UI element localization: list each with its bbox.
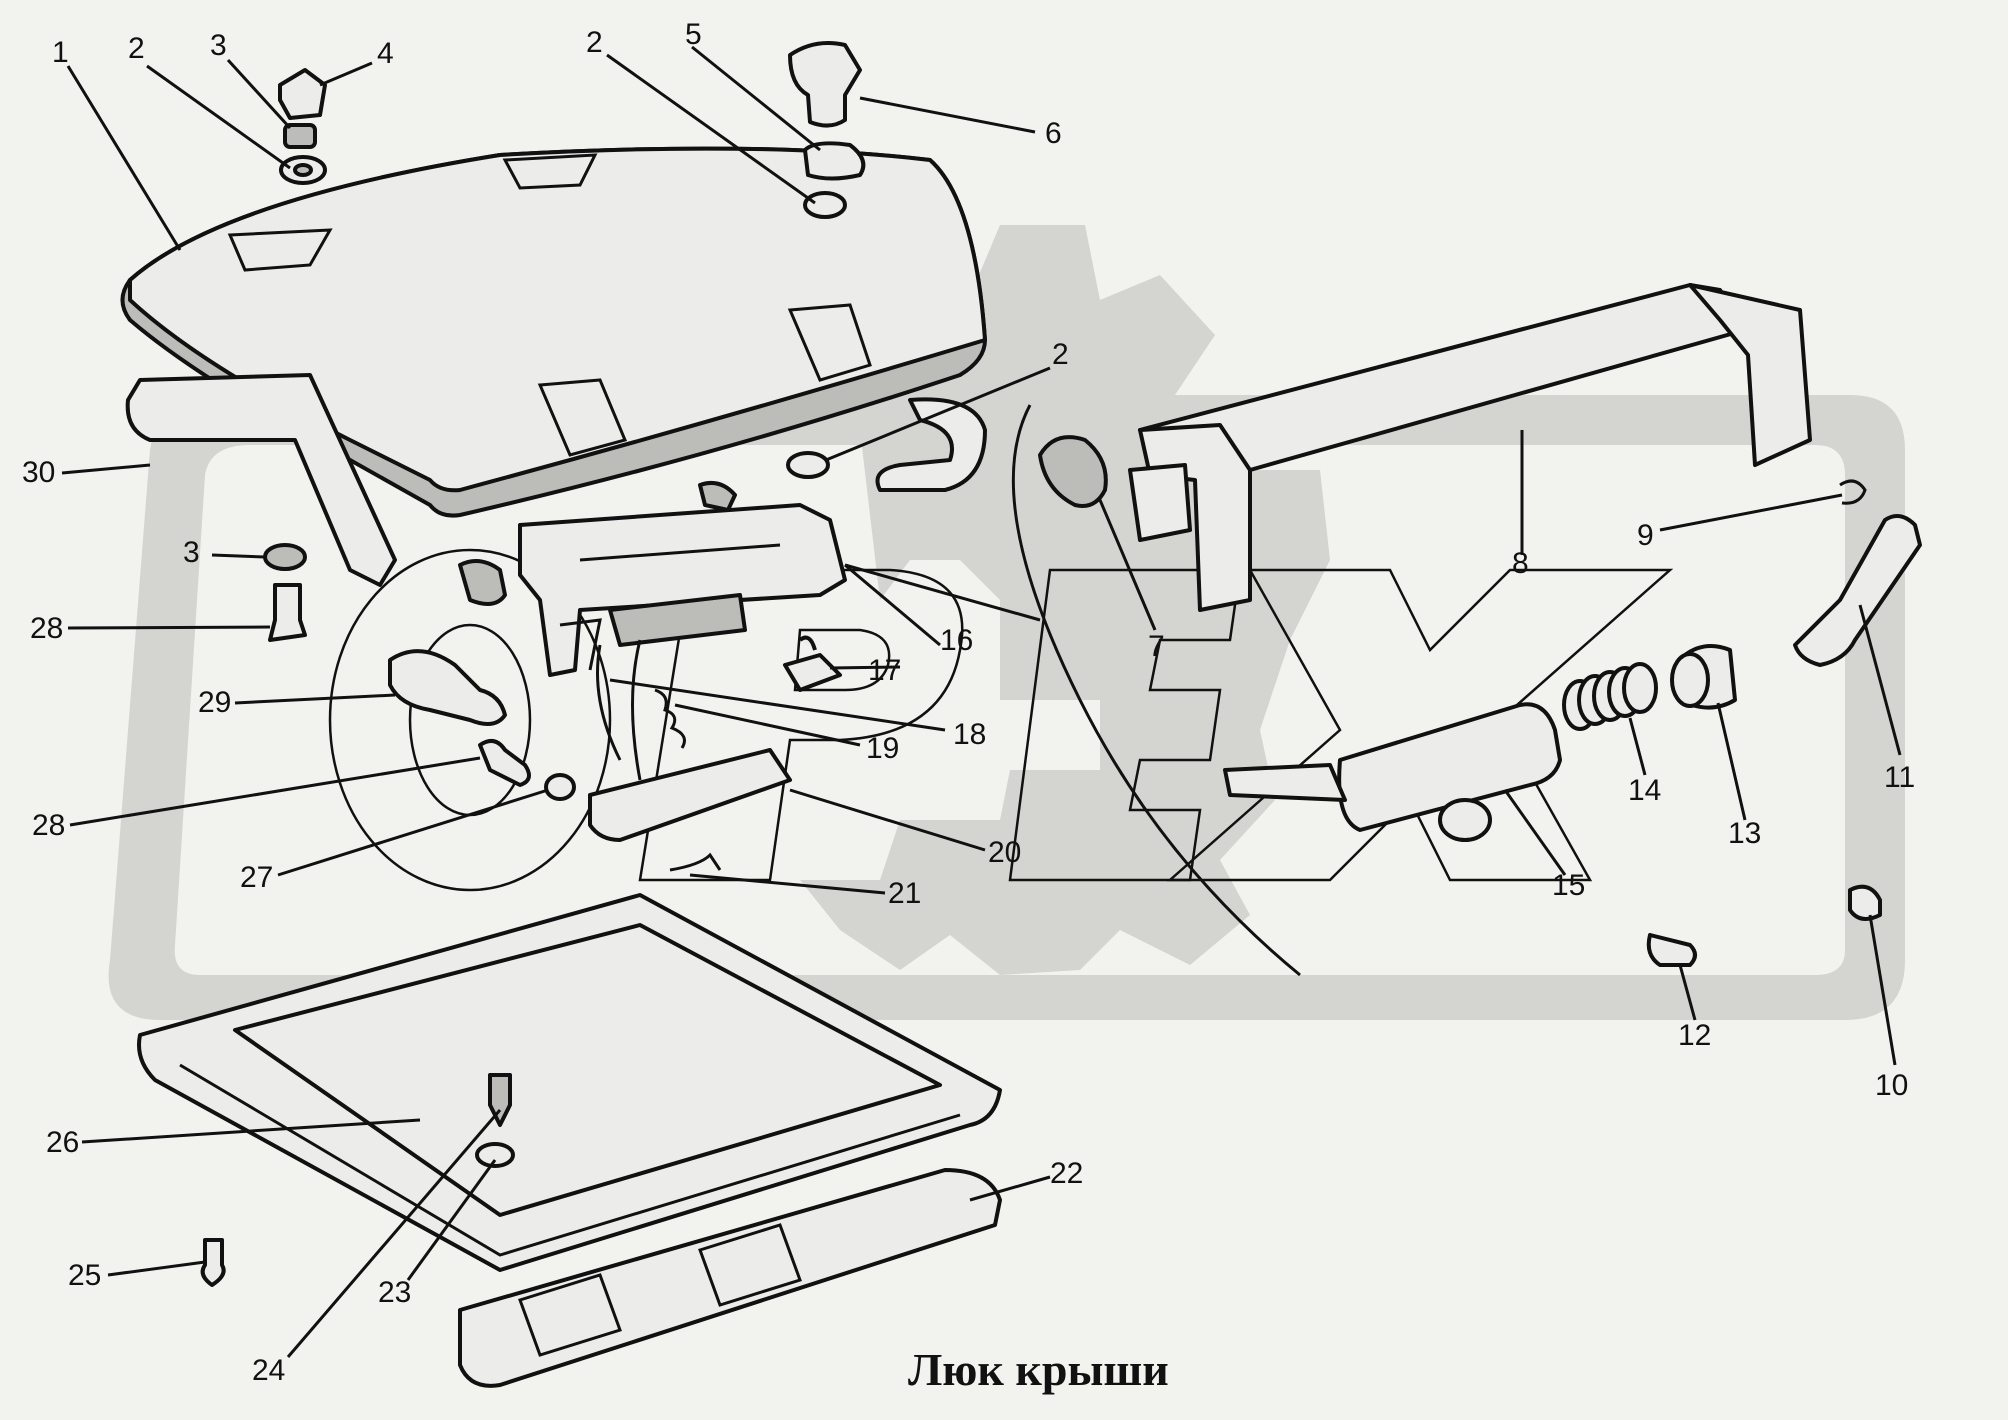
part-8-crossbar	[1128, 283, 1812, 612]
part-27-washer	[544, 773, 576, 801]
callout-1: 1	[52, 36, 69, 69]
part-15-boss	[1438, 798, 1492, 842]
diagram-caption: Люк крыши	[908, 1344, 1169, 1395]
callout-18: 18	[953, 718, 986, 751]
callout-23: 23	[378, 1276, 411, 1309]
rod-line	[844, 563, 1041, 622]
part-14-spring	[1562, 662, 1658, 731]
callout-22: 22	[1050, 1157, 1083, 1190]
callout-7: 7	[1148, 630, 1165, 663]
callout-2: 2	[586, 26, 603, 59]
part-1-hatch-lid	[120, 146, 987, 518]
lid-handle	[875, 397, 987, 492]
part-15-latch-cylinder	[1223, 702, 1562, 842]
callout-2: 2	[128, 32, 145, 65]
part-2-washer-top-hole	[293, 163, 313, 177]
leader-lines	[61, 45, 1902, 1358]
part-3-nut	[283, 123, 317, 149]
part-9-snap-ring	[1839, 479, 1867, 505]
part-19-spring	[654, 688, 686, 749]
watermark-letter-x	[1166, 568, 1674, 882]
callout-13: 13	[1728, 817, 1761, 850]
part-17-clip	[783, 635, 842, 692]
part-20-plate	[588, 748, 792, 842]
part-13-bushing-face	[1670, 652, 1710, 708]
callout-28: 28	[32, 809, 65, 842]
part-5-plate	[803, 141, 866, 181]
part-29-lever	[388, 649, 507, 726]
part-28-eye-bolt	[478, 739, 531, 787]
callout-17: 17	[868, 654, 901, 687]
callout-9: 9	[1637, 519, 1654, 552]
callout-3: 3	[183, 536, 200, 569]
part-2-washer-mid	[803, 191, 847, 219]
part-28-bolt-left	[268, 583, 307, 642]
cable-line	[1011, 404, 1301, 977]
callout-24: 24	[252, 1354, 285, 1387]
part-30-seal	[125, 373, 397, 587]
callout-30: 30	[22, 456, 55, 489]
callout-26: 26	[46, 1126, 79, 1159]
callout-4: 4	[377, 37, 394, 70]
callout-12: 12	[1678, 1019, 1711, 1052]
callout-29: 29	[198, 686, 231, 719]
callout-25: 25	[68, 1259, 101, 1292]
callout-8: 8	[1512, 547, 1529, 580]
watermark-letter-o	[328, 548, 612, 892]
callout-10: 10	[1875, 1069, 1908, 1102]
part-4-bolt	[278, 68, 327, 120]
callout-28: 28	[30, 612, 63, 645]
part-3-washer-left	[263, 543, 307, 571]
part-6-knob	[788, 41, 862, 128]
part-22-trim-detail	[518, 1223, 802, 1357]
part-25-screw	[200, 1238, 226, 1287]
callout-14: 14	[1628, 774, 1661, 807]
callout-21: 21	[888, 877, 921, 910]
callout-11: 11	[1884, 761, 1915, 794]
part-11-lever-arm	[1793, 514, 1922, 667]
callout-3: 3	[210, 29, 227, 62]
callout-15: 15	[1552, 869, 1585, 902]
callout-27: 27	[240, 861, 273, 894]
callout-labels: 1 2 3 4 2 5 6 2 30 3 28 29 28 27 16 17 1…	[22, 18, 1915, 1387]
part-10-nut	[1848, 884, 1882, 921]
callout-5: 5	[685, 18, 702, 51]
part-26-frame	[137, 893, 1002, 1272]
part-12-pin	[1646, 933, 1697, 967]
callout-16: 16	[940, 624, 973, 657]
part-2-washer-right	[786, 451, 830, 479]
part-21-clip	[669, 852, 722, 872]
part-22-trim	[458, 1168, 1002, 1388]
watermark-letter-p	[638, 568, 964, 882]
callout-20: 20	[988, 836, 1021, 869]
part-7-knob	[1038, 435, 1108, 508]
part-24-screw	[488, 1073, 512, 1127]
callout-6: 6	[1045, 117, 1062, 150]
part-16-bracket	[458, 481, 847, 781]
callout-2: 2	[1052, 338, 1069, 371]
callout-19: 19	[866, 732, 899, 765]
part-23-washer	[475, 1142, 515, 1168]
